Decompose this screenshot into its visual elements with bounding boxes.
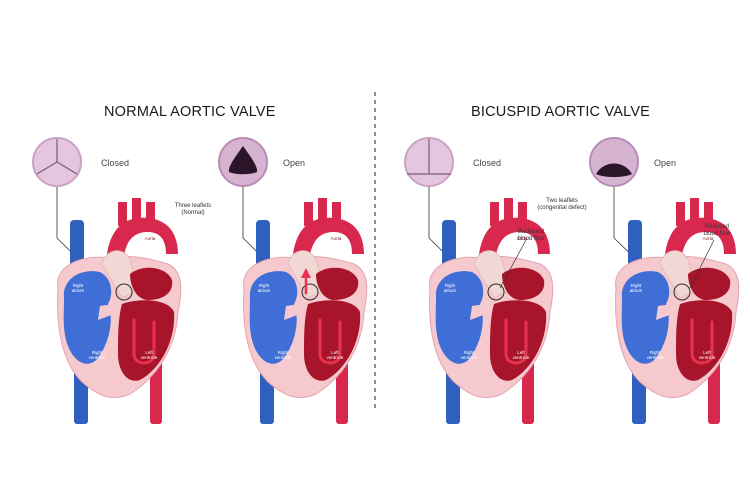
reduced-flow-leader	[689, 239, 715, 289]
bicuspid-panel-title: BICUSPID AORTIC VALVE	[471, 104, 651, 120]
reduced-flow-annotation: Reduced blood flow	[703, 224, 731, 237]
bicuspid-lv-label: Left ventricle	[512, 350, 530, 360]
normal-panel-title: NORMAL AORTIC VALVE	[104, 104, 276, 120]
normal-open-rv-label: Right ventricle	[274, 350, 292, 360]
bicuspid-open-lv-label: Left ventricle	[698, 350, 716, 360]
bicuspid-closed-label: Closed	[473, 158, 502, 168]
bicuspid-ra-label: Right atrium	[443, 283, 457, 293]
normal-ao-label: Aorta	[144, 236, 156, 241]
bicuspid-rv-label: Right ventricle	[460, 350, 478, 360]
normal-heart-closed	[56, 196, 183, 426]
normal-open-label: Open	[283, 158, 306, 168]
bicuspid-open-valve-icon	[589, 137, 639, 187]
normal-open-ao-label: Aorta	[330, 236, 342, 241]
bicuspid-ao-label: Aorta	[516, 236, 528, 241]
bicuspid-open-ra-label: Right atrium	[629, 283, 643, 293]
bicuspid-leaflet-note: Two leaflets (congenital defect)	[537, 198, 587, 211]
normal-ra-label: Right atrium	[71, 283, 85, 293]
bicuspid-open-label: Open	[654, 158, 677, 168]
normal-open-ra-label: Right atrium	[257, 283, 271, 293]
bicuspid-open-rv-label: Right ventricle	[646, 350, 664, 360]
bicuspid-closed-valve-icon	[404, 137, 454, 187]
normal-open-lv-label: Left ventricle	[326, 350, 344, 360]
normal-heart-open	[242, 196, 369, 426]
normal-lv-label: Left ventricle	[140, 350, 158, 360]
normal-flow-arrowhead-icon	[301, 268, 311, 278]
normal-closed-label: Closed	[101, 158, 130, 168]
backflow-leader	[499, 239, 527, 289]
normal-leaflet-note: Three leaflets (Normal)	[174, 203, 212, 216]
backflow-annotation: Backward blood flow	[517, 229, 545, 242]
normal-open-valve-icon	[218, 137, 268, 187]
normal-closed-valve-icon	[32, 137, 82, 187]
bicuspid-open-ao-label: Aorta	[702, 236, 714, 241]
normal-rv-label: Right ventricle	[88, 350, 106, 360]
